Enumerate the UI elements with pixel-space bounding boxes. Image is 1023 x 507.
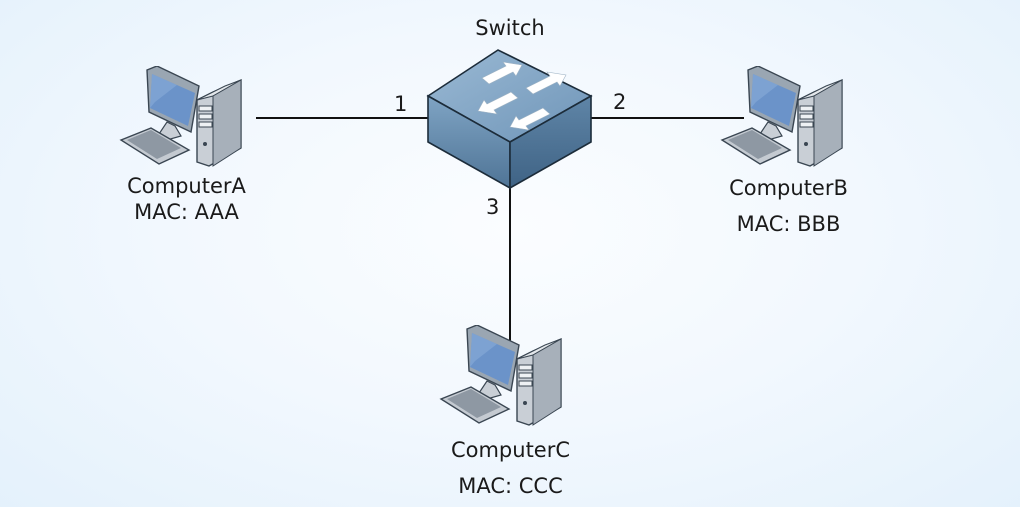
computer-icon: [720, 66, 843, 167]
switch-icon[interactable]: [426, 48, 596, 190]
computer-a-icon[interactable]: [117, 66, 257, 170]
computer-c-icon[interactable]: [437, 325, 577, 429]
computer-b-mac: MAC: BBB: [736, 212, 841, 236]
right-edge-strip: [1020, 0, 1023, 507]
computer-c-mac: MAC: CCC: [458, 474, 563, 498]
computer-a-mac: MAC: AAA: [134, 200, 239, 224]
switch-label: Switch: [475, 16, 545, 40]
computer-icon: [119, 66, 242, 167]
port-1-label: 1: [394, 92, 408, 116]
computer-b-icon[interactable]: [718, 66, 858, 170]
computer-icon: [439, 325, 562, 426]
computer-c-name: ComputerC: [450, 438, 571, 462]
computer-a-name: ComputerA: [127, 174, 246, 198]
computer-b-name: ComputerB: [729, 176, 848, 200]
port-3-label: 3: [486, 195, 500, 219]
port-2-label: 2: [613, 90, 627, 114]
